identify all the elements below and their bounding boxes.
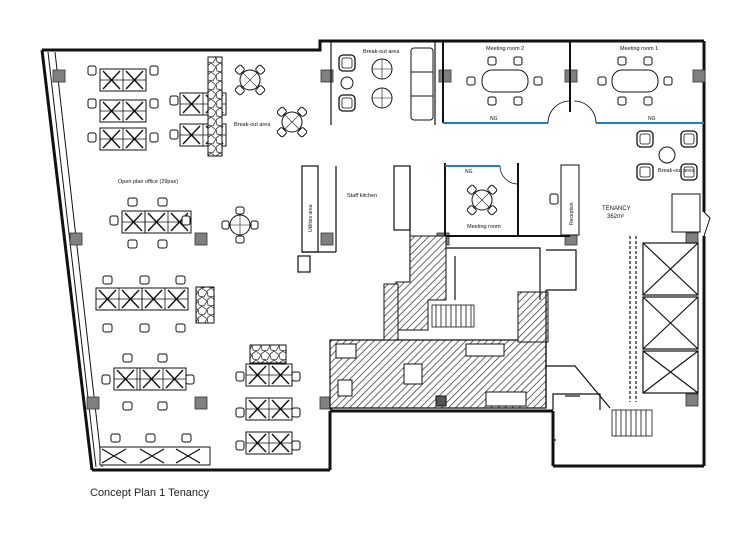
service-core (329, 235, 549, 409)
desk-cluster-top-left (87, 65, 159, 151)
label-utilities: Utilities area (308, 204, 314, 232)
breakout-tables-left (221, 55, 317, 244)
desk-cluster-row3 (95, 275, 215, 333)
meeting-room-center (444, 163, 570, 237)
label-ng-1: NG (490, 116, 498, 122)
label-staff-kitchen: Staff kitchen (347, 193, 377, 199)
label-breakout-left: Break-out area (234, 122, 271, 128)
label-meeting-room-2: Meeting room 2 (486, 46, 524, 52)
lift-shafts (629, 236, 699, 402)
outer-walls (40, 39, 706, 472)
reception-desk (549, 164, 580, 236)
label-tenancy: TENANCY (602, 206, 631, 212)
breakout-room-top (330, 41, 436, 125)
plan-labels: Break-out area Meeting room 2 Meeting ro… (118, 46, 695, 232)
label-breakout-right: Break-out area (658, 168, 695, 174)
label-breakout-top: Break-out area (363, 49, 400, 55)
label-open-plan: Open plan office (29pax) (118, 179, 178, 185)
label-reception: Reception (569, 202, 575, 225)
desk-cluster-center-left (109, 197, 192, 249)
desk-cluster-mid-left (169, 56, 227, 157)
meeting-rooms-top (442, 41, 704, 124)
desk-cluster-bottom-left (99, 433, 211, 466)
breakout-seating-right (636, 130, 698, 181)
label-ng-2: NG (648, 116, 656, 122)
desk-cluster-row4 (101, 353, 195, 411)
label-meeting-room-1: Meeting room 1 (620, 46, 658, 52)
core-walls (446, 247, 611, 466)
stairs-core (431, 304, 653, 437)
label-tenancy-area: 362m² (607, 214, 624, 220)
label-ng-3: NG (465, 169, 473, 175)
plan-caption: Concept Plan 1 Tenancy (90, 487, 210, 499)
desk-cluster-bottom-right (235, 344, 301, 455)
label-meeting-room: Meeting room (467, 224, 501, 230)
staff-kitchen (297, 165, 411, 285)
